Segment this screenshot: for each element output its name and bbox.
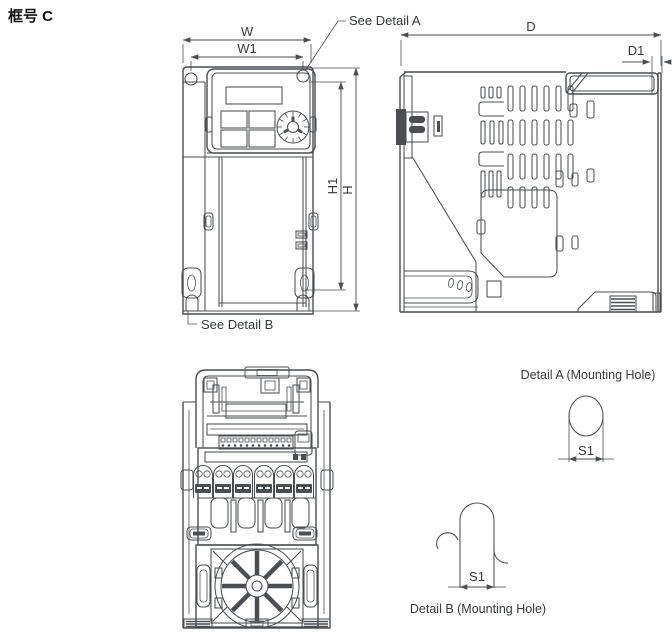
control-terminal-strip xyxy=(218,430,313,456)
callout-see-detail-b: See Detail B xyxy=(201,317,273,332)
cooling-fan xyxy=(195,543,319,629)
front-view xyxy=(181,66,319,315)
frame-size-label: 框号 C xyxy=(8,7,53,25)
power-terminals xyxy=(192,464,315,498)
bottom-mounting-slots xyxy=(181,267,315,312)
dim-label-s1-a: S1 xyxy=(578,443,594,458)
fan-spokes xyxy=(222,551,292,621)
dim-label-w: W xyxy=(241,24,254,39)
mounting-hole-detail-a xyxy=(296,69,310,83)
dim-label-s1-b: S1 xyxy=(469,569,485,584)
front-body-outline xyxy=(182,66,314,315)
detail-b-title: Detail B (Mounting Hole) xyxy=(410,602,546,616)
dim-label-h: H xyxy=(340,185,355,194)
detail-a-title: Detail A (Mounting Hole) xyxy=(521,368,656,382)
mounting-hole-left xyxy=(184,72,198,86)
detail-a-hole xyxy=(568,395,604,437)
rotary-dial xyxy=(276,110,310,144)
strain-reliefs xyxy=(210,497,310,533)
detail-b-right-tab xyxy=(493,550,509,564)
power-terminal-block xyxy=(186,447,318,546)
keyhole-slot-detail-b xyxy=(185,294,199,311)
terminal-cover-side xyxy=(404,270,479,308)
detail-b: S1 Detail B (Mounting Hole) xyxy=(410,502,546,616)
leader-detail-a xyxy=(304,20,346,72)
side-dimensions: D D1 xyxy=(400,19,672,94)
front-dimensions: W W1 See Detail A H1 H See Detail B xyxy=(182,13,421,332)
mounting-screws xyxy=(186,526,318,541)
dim-label-h1: H1 xyxy=(325,178,340,195)
heatsink-edge xyxy=(412,157,477,263)
dim-label-d: D xyxy=(526,19,535,34)
dial-knob-side xyxy=(396,109,443,145)
detail-b-left-tab xyxy=(436,532,459,550)
bottom-feet xyxy=(183,618,331,629)
dim-label-w1: W1 xyxy=(237,41,257,56)
vent-slots xyxy=(478,85,574,209)
bottom-view xyxy=(180,366,334,629)
side-view xyxy=(396,71,662,313)
detail-a: Detail A (Mounting Hole) S1 xyxy=(521,368,656,462)
detail-b-slot xyxy=(459,502,495,588)
nameplate-cover xyxy=(480,189,558,278)
dim-label-d1: D1 xyxy=(628,43,645,58)
keypad-display xyxy=(225,86,283,105)
side-clips xyxy=(476,100,595,252)
callout-see-detail-a: See Detail A xyxy=(349,13,421,28)
side-rails xyxy=(180,401,334,628)
keypad-panel xyxy=(205,68,317,154)
leader-detail-b xyxy=(187,311,197,325)
mounting-foot-side xyxy=(577,291,661,313)
keypad-buttons xyxy=(220,110,276,148)
front-cover xyxy=(203,157,319,307)
carry-handle xyxy=(565,72,659,95)
